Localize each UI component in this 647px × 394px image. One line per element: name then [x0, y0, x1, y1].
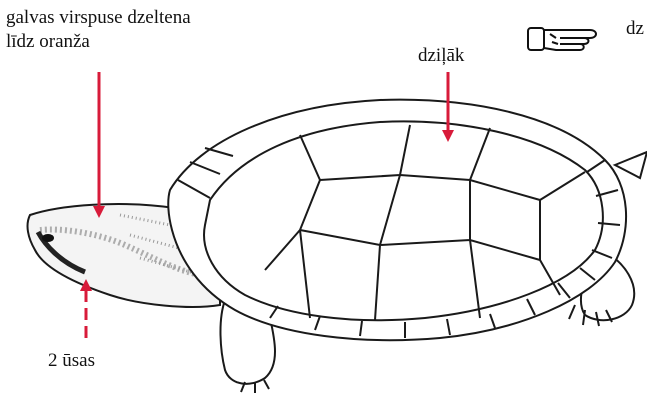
pointing-hand-icon: [528, 28, 596, 50]
eye: [42, 234, 54, 242]
tail: [615, 152, 647, 178]
barbels-label: 2 ūsas: [48, 349, 95, 373]
head-color-label-line2: līdz oranža: [6, 30, 191, 54]
head-color-label-line1: galvas virspuse dzeltena: [6, 6, 191, 30]
deeper-label: dziļāk: [418, 44, 464, 68]
reference-label: dz: [626, 17, 644, 41]
head-color-label: galvas virspuse dzeltena līdz oranža: [6, 6, 191, 54]
turtle-shell: [168, 100, 626, 340]
